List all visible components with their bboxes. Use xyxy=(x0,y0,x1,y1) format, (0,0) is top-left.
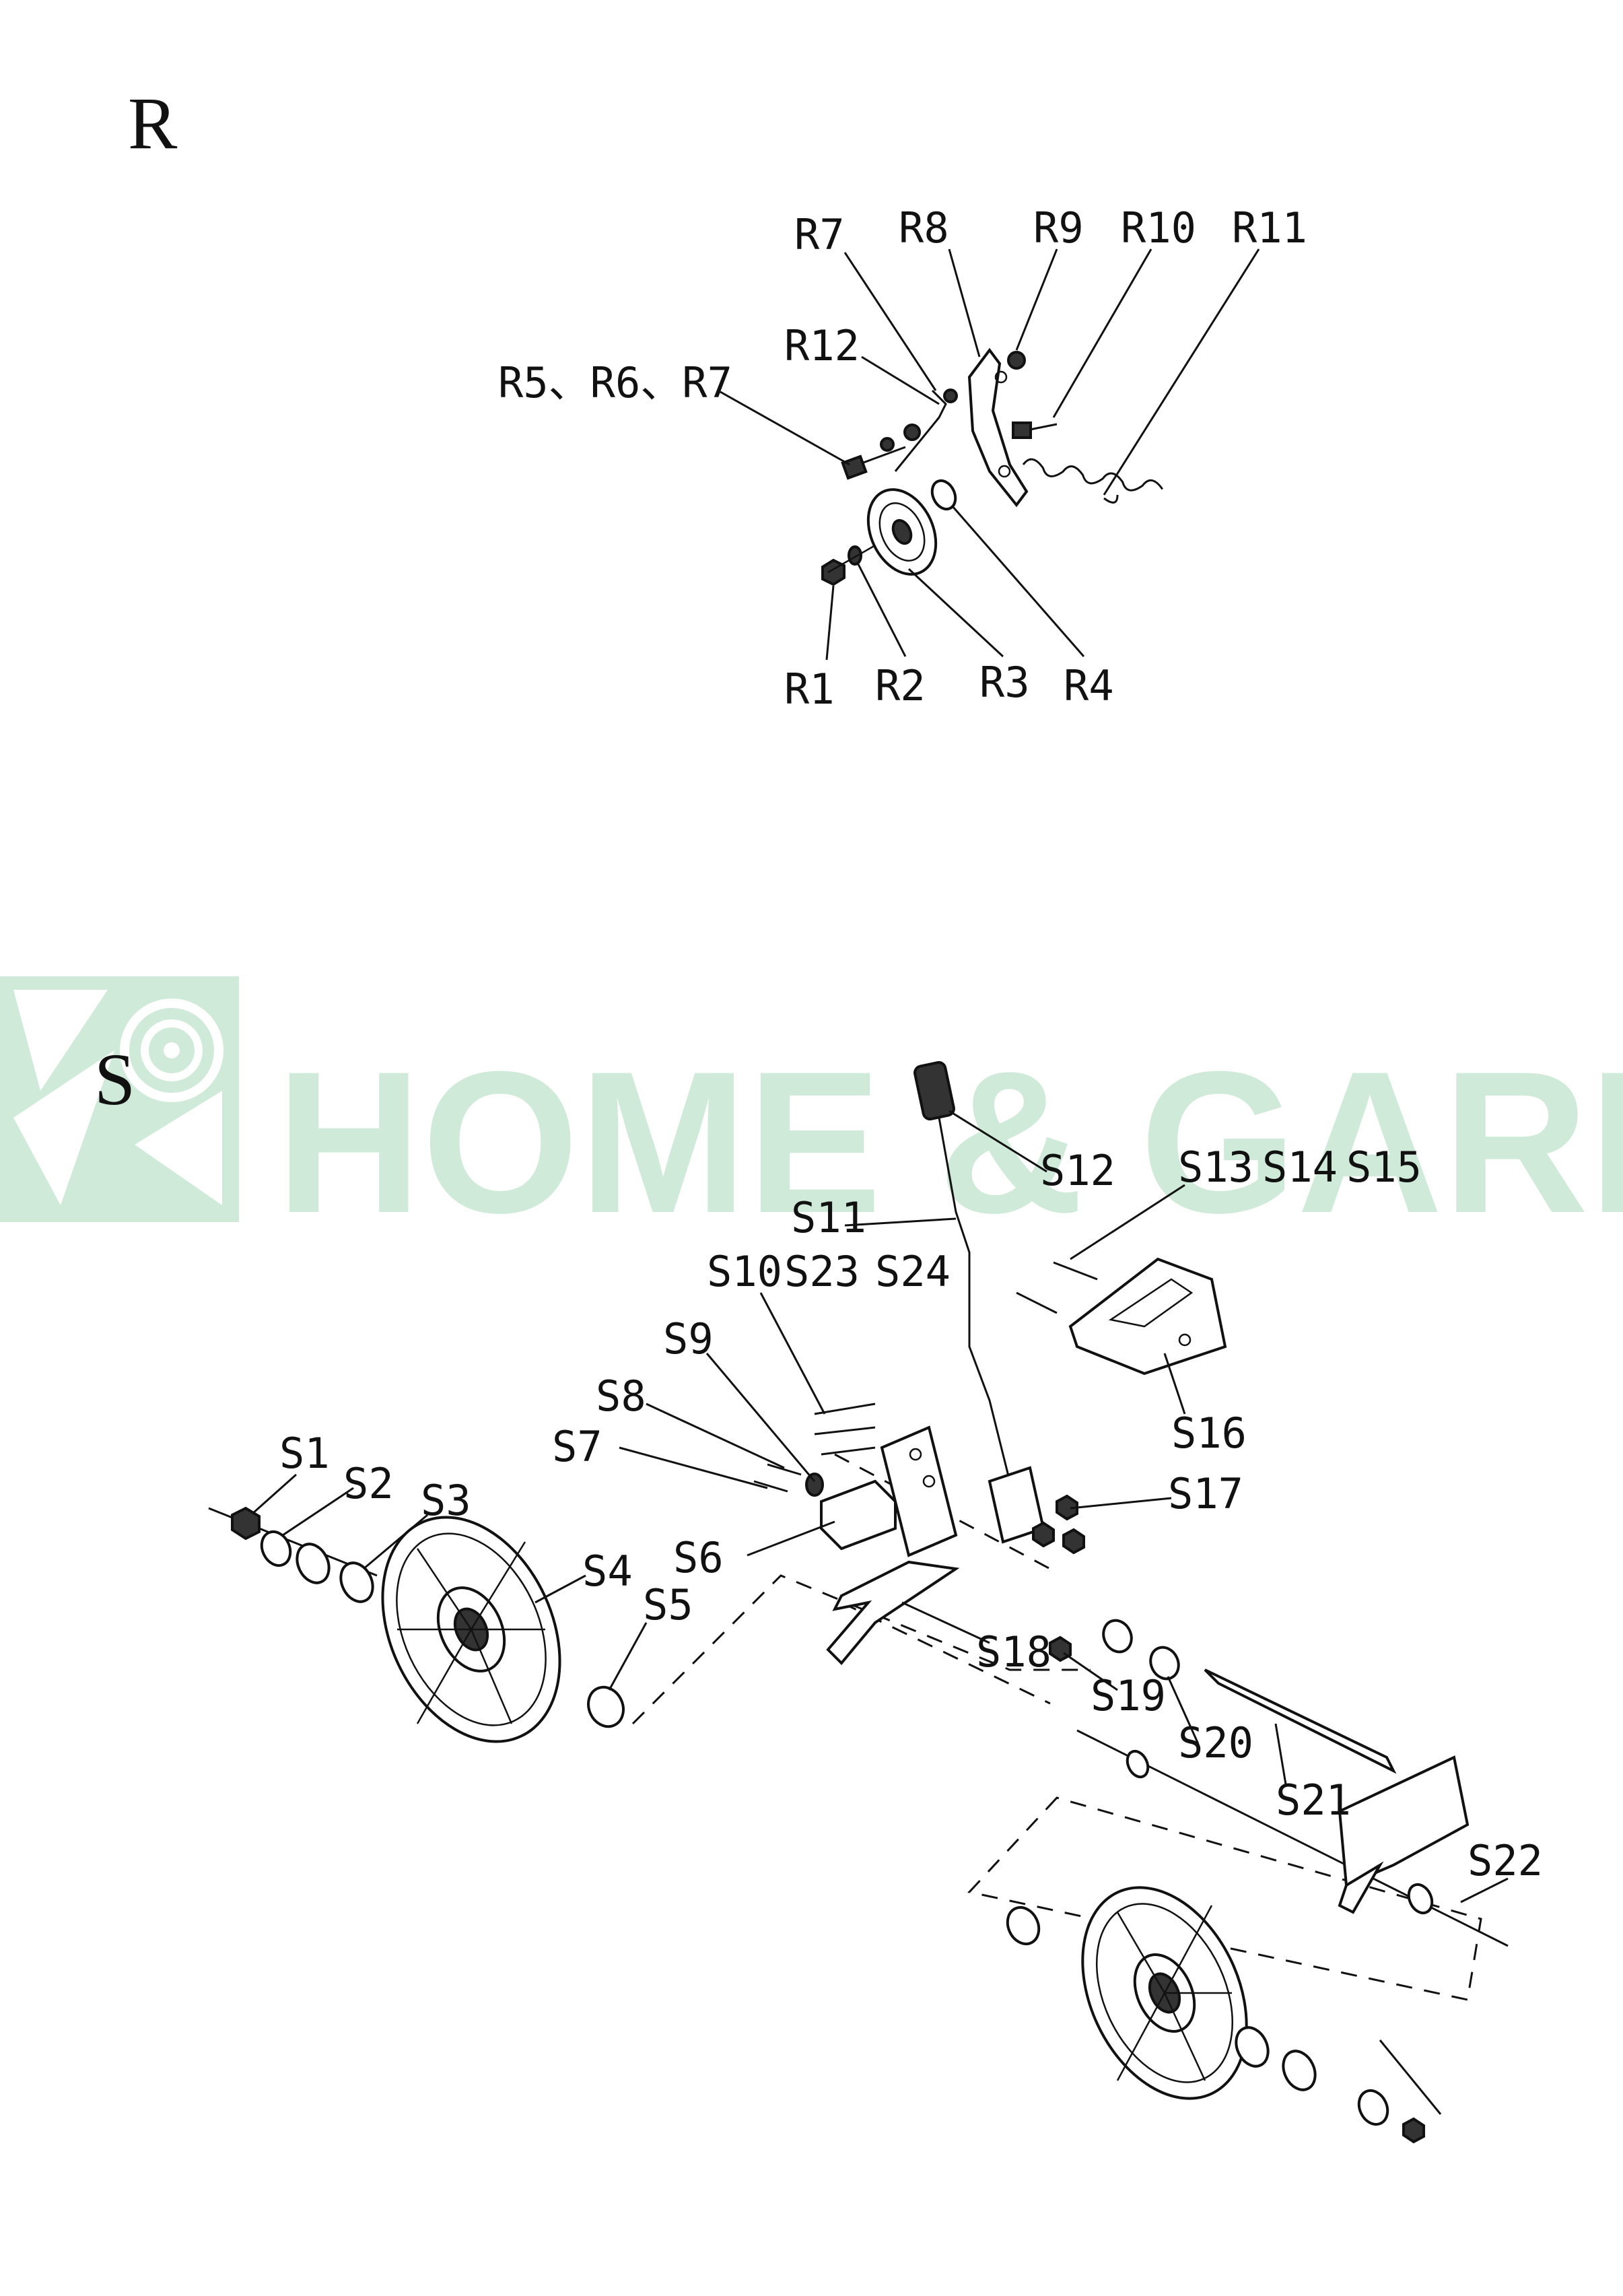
label-r8: R8 xyxy=(899,203,949,252)
label-s10: S10 xyxy=(707,1247,782,1296)
label-s19: S19 xyxy=(1091,1671,1166,1720)
label-s17: S17 xyxy=(1168,1469,1243,1518)
watermark-text: HOME & GARDEN xyxy=(276,1029,1623,1255)
r-spring xyxy=(1022,458,1164,504)
label-r7: R7 xyxy=(794,210,845,259)
label-r5-r6-r7: R5、R6、R7 xyxy=(498,358,732,407)
label-s20: S20 xyxy=(1178,1718,1253,1767)
label-s13: S13 xyxy=(1178,1143,1253,1192)
label-s16: S16 xyxy=(1171,1409,1247,1458)
s-mount-plate xyxy=(826,1425,960,1665)
label-r4: R4 xyxy=(1064,661,1114,710)
label-s4: S4 xyxy=(582,1547,633,1596)
r-bracket xyxy=(967,347,1029,508)
label-s12: S12 xyxy=(1040,1146,1115,1195)
section-r-labels: R5、R6、R7 R12 R7 R8 R9 R10 R11 R1 R2 R3 R… xyxy=(498,203,1307,714)
label-r12: R12 xyxy=(784,321,860,370)
label-r2: R2 xyxy=(875,661,926,710)
label-r3: R3 xyxy=(979,658,1030,707)
label-s11: S11 xyxy=(791,1193,866,1242)
label-r10: R10 xyxy=(1121,203,1196,252)
watermark: HOME & GARDEN xyxy=(0,976,1623,1255)
s-wheel-right xyxy=(1006,1886,1425,2144)
label-s14: S14 xyxy=(1262,1143,1338,1192)
s-axle xyxy=(1076,1668,1509,1947)
section-r-assembly xyxy=(821,347,1164,586)
label-s8: S8 xyxy=(596,1372,646,1421)
s-lever xyxy=(913,1060,1045,1544)
label-s1: S1 xyxy=(279,1429,330,1478)
r-bolt xyxy=(841,424,921,480)
label-s9: S9 xyxy=(663,1314,714,1363)
label-r1: R1 xyxy=(784,665,835,714)
label-s18: S18 xyxy=(976,1627,1051,1677)
label-s24: S24 xyxy=(875,1247,951,1296)
label-s15: S15 xyxy=(1346,1143,1422,1192)
label-s6: S6 xyxy=(673,1533,724,1582)
section-s-assembly xyxy=(208,1060,1509,2144)
label-s23: S23 xyxy=(784,1247,860,1296)
label-s7: S7 xyxy=(552,1422,602,1471)
label-s3: S3 xyxy=(421,1476,471,1525)
label-r11: R11 xyxy=(1232,203,1307,252)
label-s2: S2 xyxy=(343,1459,394,1508)
section-s-labels: S1 S2 S3 S4 S5 S6 S7 S8 S9 S10 S23 S24 S… xyxy=(279,1143,1543,1885)
watermark-logo-icon xyxy=(0,976,239,1222)
section-s-title: S xyxy=(94,1038,135,1120)
s-wheel-left xyxy=(381,1516,561,1743)
section-r-title: R xyxy=(128,82,178,164)
section-s-leaders xyxy=(252,1110,1509,1903)
s-bracket xyxy=(1068,1257,1227,1376)
section-r-leaders xyxy=(720,248,1260,661)
label-s5: S5 xyxy=(643,1580,693,1629)
label-s21: S21 xyxy=(1276,1776,1351,1825)
label-s22: S22 xyxy=(1467,1836,1543,1885)
label-r9: R9 xyxy=(1033,203,1084,252)
r-pulley xyxy=(866,488,938,576)
